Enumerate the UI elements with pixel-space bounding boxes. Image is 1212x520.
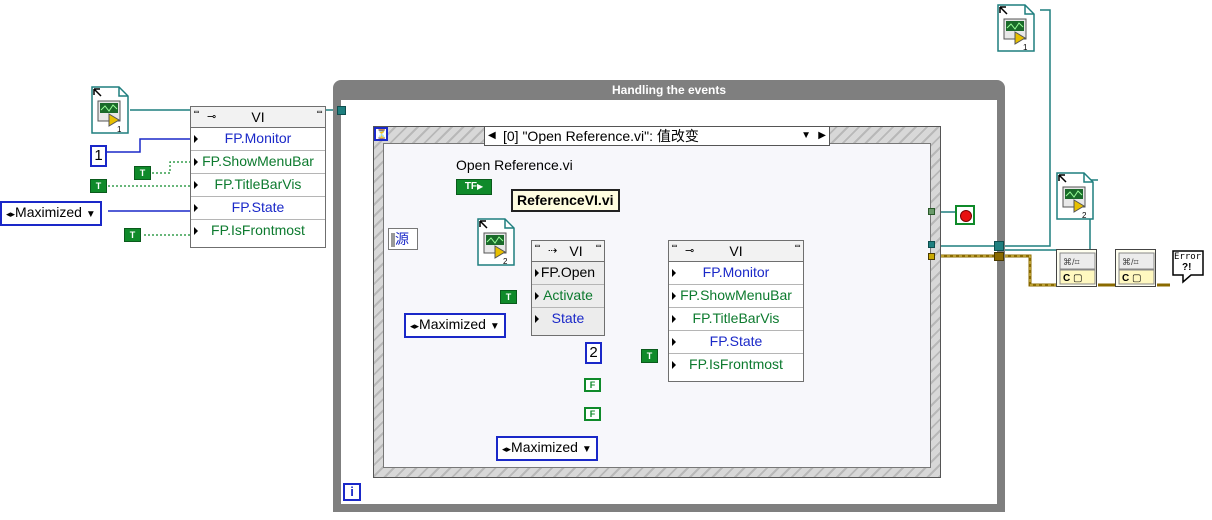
property-fp-isfrontmost[interactable]: FP.IsFrontmost [191, 220, 325, 242]
vi-path-constant[interactable]: ReferenceVI.vi [511, 189, 620, 212]
stop-icon [960, 210, 972, 222]
svg-text:C ▢: C ▢ [1122, 273, 1141, 284]
control-label: Open Reference.vi [456, 157, 573, 173]
isfrontmost-true-constant-2[interactable]: T [641, 349, 658, 363]
node-grip-icon [391, 233, 395, 248]
property-fp-isfrontmost[interactable]: FP.IsFrontmost [669, 354, 803, 376]
property-fp-monitor[interactable]: FP.Monitor [669, 262, 803, 285]
error-handler-glyph: ?! [1182, 262, 1192, 273]
ref-in-icon: ▭ [535, 241, 540, 250]
property-node-header: ▭ ⊸ VI ▭ [669, 241, 803, 262]
monitor-constant[interactable]: 1 [90, 145, 107, 167]
key-icon: ⊸ [207, 111, 217, 123]
titlebarvis-true-constant[interactable]: T [90, 179, 107, 193]
ref-out-icon: ▭ [596, 241, 601, 250]
event-source-label: 源 [395, 231, 409, 247]
svg-text:2: 2 [1082, 211, 1087, 220]
inner-property-node[interactable]: ▭ ⊸ VI ▭ FP.Monitor FP.ShowMenuBar FP.Ti… [668, 240, 804, 382]
ref-in-icon: ▭ [194, 107, 199, 116]
vi-reference-icon-2[interactable]: 2 [477, 218, 515, 266]
param-state[interactable]: State [532, 308, 604, 330]
monitor-constant-2[interactable]: 2 [585, 342, 602, 364]
close-reference-icon: ⌘/⌗ C ▢ [1059, 252, 1096, 285]
ring-arrows-icon: ◂▸ [502, 444, 512, 454]
svg-text:⌘/⌗: ⌘/⌗ [1063, 257, 1080, 267]
loop-tunnel-out-ref[interactable] [994, 241, 1004, 251]
ring-arrows-icon: ◂▸ [410, 321, 420, 331]
loop-tunnel-in[interactable] [337, 106, 346, 115]
svg-text:1: 1 [117, 125, 122, 134]
invoke-node-header: ▭ ⇢ VI ▭ [532, 241, 604, 262]
property-fp-state[interactable]: FP.State [191, 197, 325, 220]
method-fp-open[interactable]: FP.Open [532, 262, 604, 285]
error-handler-icon[interactable]: Error ?! [1169, 247, 1207, 285]
vi-reference-icon-close-1[interactable]: 1 [997, 4, 1035, 52]
svg-text:2: 2 [503, 257, 508, 266]
while-loop-title: Handling the events [611, 83, 727, 97]
property-fp-state[interactable]: FP.State [669, 331, 803, 354]
stop-tunnel [928, 208, 935, 215]
ref-out-icon: ▭ [317, 107, 322, 116]
showmenubar-true-constant[interactable]: T [134, 166, 151, 180]
ref-out-icon: ▭ [795, 241, 800, 250]
vi-reference-icon[interactable]: 1 [91, 86, 129, 134]
close-reference-node-2[interactable]: ⌘/⌗ C ▢ [1115, 249, 1156, 287]
boolean-terminal[interactable]: TF▶ [456, 179, 492, 195]
while-loop[interactable]: Handling the events [333, 80, 1005, 512]
param-activate[interactable]: Activate [532, 285, 604, 308]
invoke-arrow-icon: ⇢ [548, 245, 558, 257]
terminal-arrow-icon: ▶ [477, 182, 484, 191]
ring-arrows-icon: ◂▸ [6, 209, 16, 219]
property-fp-titlebarvis[interactable]: FP.TitleBarVis [669, 308, 803, 331]
event-case-diagram [383, 143, 931, 468]
chevron-down-icon: ▼ [489, 321, 500, 332]
ref-in-icon: ▭ [672, 241, 677, 250]
chevron-down-icon: ▼ [85, 209, 96, 220]
svg-text:1: 1 [1023, 43, 1028, 52]
isfrontmost-true-constant[interactable]: T [124, 228, 141, 242]
close-reference-node-1[interactable]: ⌘/⌗ C ▢ [1056, 249, 1097, 287]
iteration-terminal[interactable]: i [343, 483, 361, 501]
property-fp-titlebarvis[interactable]: FP.TitleBarVis [191, 174, 325, 197]
property-fp-showmenubar[interactable]: FP.ShowMenuBar [669, 285, 803, 308]
invoke-node-fp-open[interactable]: ▭ ⇢ VI ▭ FP.Open Activate State [531, 240, 605, 336]
event-data-node[interactable]: 源 [388, 228, 418, 250]
invoke-state-ring-constant[interactable]: ◂▸Maximized ▼ [404, 313, 506, 338]
close-reference-icon: ⌘/⌗ C ▢ [1118, 252, 1155, 285]
case-dropdown-icon[interactable]: ▼ [801, 130, 811, 141]
event-case-label: [0] "Open Reference.vi": 值改变 [503, 128, 699, 144]
showmenubar-false-constant[interactable]: F [584, 378, 601, 392]
chevron-down-icon: ▼ [581, 444, 592, 455]
svg-text:C ▢: C ▢ [1063, 273, 1082, 284]
event-ref-tunnel [928, 241, 935, 248]
outer-property-node[interactable]: ▭ ⊸ VI ▭ FP.Monitor FP.ShowMenuBar FP.Ti… [190, 106, 326, 248]
property-fp-monitor[interactable]: FP.Monitor [191, 128, 325, 151]
activate-true-constant[interactable]: T [500, 290, 517, 304]
property-node-header: ▭ ⊸ VI ▭ [191, 107, 325, 128]
prev-case-arrow-icon[interactable]: ◀ [488, 130, 496, 141]
timeout-terminal-icon[interactable]: ⏳ [374, 127, 388, 141]
event-error-tunnel [928, 253, 935, 260]
titlebarvis-false-constant[interactable]: F [584, 407, 601, 421]
svg-text:⌘/⌗: ⌘/⌗ [1122, 257, 1139, 267]
loop-tunnel-out-error[interactable] [994, 252, 1004, 261]
error-handler-label: Error [1174, 252, 1202, 262]
state-ring-constant[interactable]: ◂▸Maximized ▼ [0, 201, 102, 226]
key-icon: ⊸ [685, 245, 695, 257]
vi-reference-icon-close-2[interactable]: 2 [1056, 172, 1094, 220]
event-case-selector[interactable]: ◀ [0] "Open Reference.vi": 值改变 ▼ ▶ [484, 126, 830, 146]
state-ring-constant-2[interactable]: ◂▸Maximized ▼ [496, 436, 598, 461]
stop-terminal[interactable] [955, 205, 975, 225]
next-case-arrow-icon[interactable]: ▶ [818, 130, 826, 141]
property-fp-showmenubar[interactable]: FP.ShowMenuBar [191, 151, 325, 174]
